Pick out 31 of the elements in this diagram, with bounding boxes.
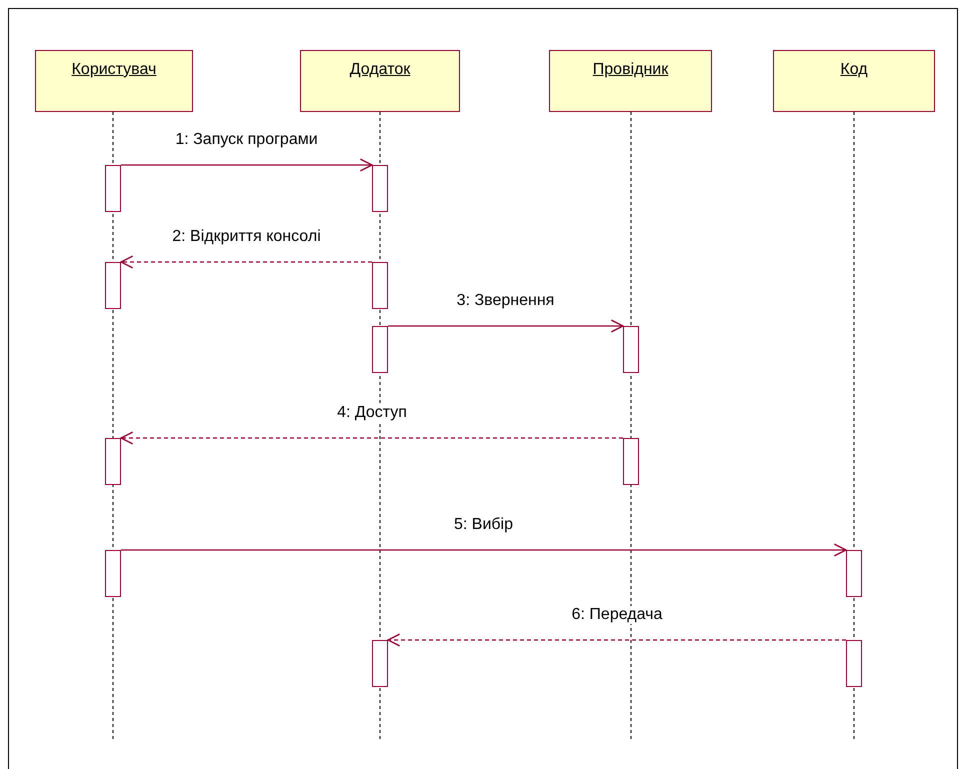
message-label: 4: Доступ (335, 404, 409, 422)
activation-bar (623, 326, 639, 373)
message-arrow (388, 319, 624, 333)
message-arrow (121, 543, 847, 557)
activation-bar (372, 640, 388, 687)
message-label: 5: Вибір (452, 516, 515, 534)
participant-name: Користувач (70, 61, 158, 79)
participant-box (35, 50, 193, 112)
activation-bar (372, 326, 388, 373)
activation-bar (846, 550, 862, 597)
activation-bar (372, 262, 388, 309)
participant-name: Код (839, 61, 869, 79)
message-arrow (120, 431, 623, 445)
activation-bar (846, 640, 862, 687)
activation-bar (105, 550, 121, 597)
participant-box (773, 50, 935, 112)
participant-name: Провідник (592, 61, 670, 79)
activation-bar (372, 165, 388, 212)
message-label: 2: Відкриття консолі (170, 228, 323, 246)
activation-bar (105, 165, 121, 212)
activation-bar (105, 438, 121, 485)
message-arrow (121, 158, 373, 172)
message-label: 3: Звернення (454, 292, 556, 310)
message-label: 6: Передача (570, 606, 664, 624)
message-arrow (387, 633, 846, 647)
participant-box (300, 50, 460, 112)
activation-bar (623, 438, 639, 485)
activation-bar (105, 262, 121, 309)
message-arrow (120, 255, 372, 269)
participant-name: Додаток (348, 61, 412, 79)
participant-box (549, 50, 712, 112)
